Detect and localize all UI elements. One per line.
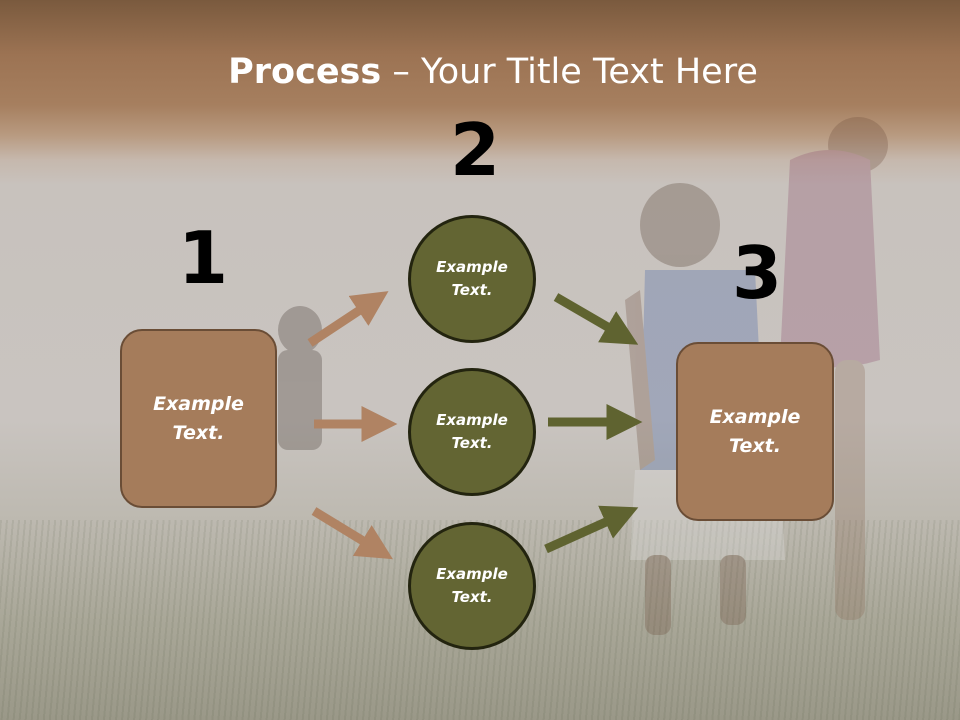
- box-label-line1: Example: [709, 405, 801, 428]
- circle-label-line1: Example: [436, 565, 508, 583]
- slide-title: Process – Your Title Text Here: [0, 52, 960, 92]
- process-box-start: Example Text.: [120, 329, 277, 508]
- arrow-right-icon: [307, 291, 389, 347]
- process-circle-top: Example Text.: [408, 215, 536, 343]
- step-number-3: 3: [732, 231, 783, 315]
- circle-label-line2: Text.: [451, 434, 493, 452]
- circle-label-line1: Example: [436, 411, 508, 429]
- circle-label-line1: Example: [436, 258, 508, 276]
- circle-label-line2: Text.: [451, 281, 493, 299]
- process-circle-bottom: Example Text.: [408, 522, 536, 650]
- box-label-line2: Text.: [729, 434, 781, 457]
- box-label-line2: Text.: [172, 421, 225, 444]
- process-box-end: Example Text.: [676, 342, 834, 521]
- title-bold: Process: [228, 52, 382, 92]
- arrow-right-icon: [553, 293, 639, 345]
- process-circle-middle: Example Text.: [408, 368, 536, 496]
- step-number-2: 2: [450, 108, 501, 192]
- title-rest: – Your Title Text Here: [381, 52, 758, 92]
- box-label-line1: Example: [153, 392, 244, 415]
- arrow-right-icon: [311, 507, 393, 560]
- circle-label-line2: Text.: [451, 588, 493, 606]
- step-number-1: 1: [178, 216, 229, 300]
- arrow-right-icon: [544, 505, 639, 554]
